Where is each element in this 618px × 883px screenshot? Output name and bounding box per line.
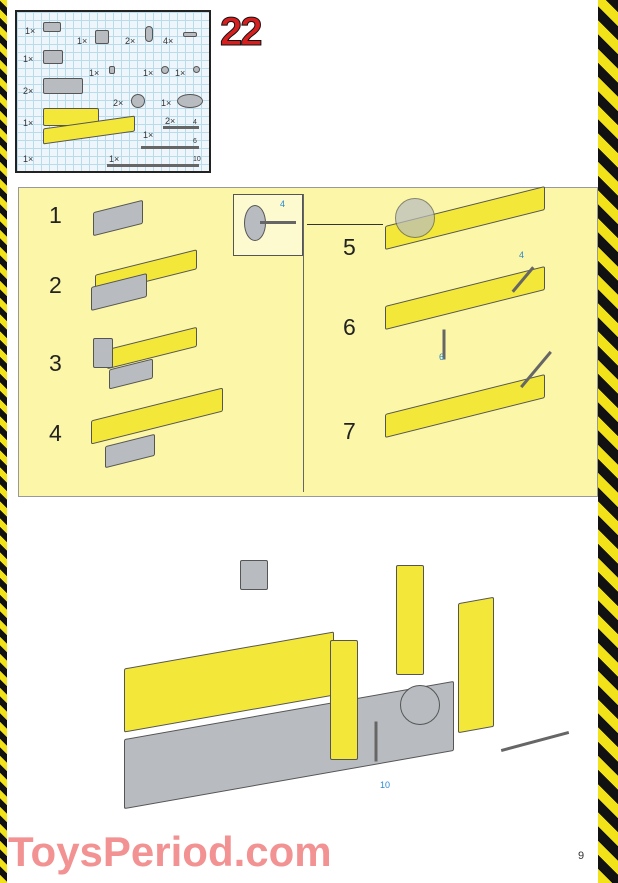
right-hazard-stripe	[598, 0, 618, 883]
qty: 1×	[23, 154, 34, 164]
beam	[91, 387, 223, 445]
axle-length: 6	[193, 138, 197, 145]
qty: 1×	[23, 54, 34, 64]
upright-beam	[458, 596, 494, 734]
substep-7: 7	[343, 418, 356, 444]
technic-brick-1x1	[95, 30, 109, 44]
qty: 1×	[77, 36, 88, 46]
page-number: 9	[578, 850, 585, 862]
callout-number: 10	[380, 780, 391, 790]
substeps-panel: 4 1 2 3 4 5 6 4 6 7	[18, 186, 598, 497]
qty: 1×	[25, 26, 36, 36]
gear	[395, 198, 435, 238]
pin-connector	[183, 32, 197, 37]
gear-16-tooth	[131, 94, 145, 108]
substep-4: 4	[49, 420, 62, 446]
qty: 2×	[125, 36, 136, 46]
half-bush	[193, 66, 200, 73]
gear	[400, 685, 440, 725]
watermark: ToysPeriod.com	[8, 828, 332, 875]
subassembly-inset: 4	[233, 194, 303, 256]
ball-joint	[145, 26, 153, 42]
qty: 1×	[109, 154, 120, 164]
gear-8-tooth	[161, 66, 169, 74]
axle	[374, 721, 378, 762]
axle-4	[163, 126, 199, 129]
technic-brick	[93, 338, 113, 368]
substep-5: 5	[343, 234, 356, 260]
step-number: 22	[220, 10, 263, 55]
callout-number: 6	[439, 352, 445, 362]
qty: 1×	[175, 68, 186, 78]
qty: 2×	[23, 86, 34, 96]
qty: 1×	[143, 130, 154, 140]
qty: 1×	[143, 68, 154, 78]
divider	[303, 194, 304, 492]
axle-6	[141, 146, 199, 149]
qty: 2×	[113, 98, 124, 108]
callout-number: 4	[519, 250, 525, 260]
callout-number: 4	[280, 199, 286, 209]
axle-10	[107, 164, 199, 167]
axle	[260, 221, 296, 224]
left-hazard-stripe	[0, 0, 7, 883]
qty: 1×	[89, 68, 100, 78]
substep-6: 6	[343, 314, 356, 340]
upright-beam	[396, 565, 424, 675]
beam	[385, 266, 545, 330]
post	[240, 560, 268, 590]
qty: 1×	[161, 98, 172, 108]
substep-1: 1	[49, 202, 62, 228]
plate-2x4-grey	[43, 78, 83, 94]
qty: 1×	[23, 118, 34, 128]
gear-24-tooth	[177, 94, 203, 108]
plate	[93, 199, 143, 237]
axle-length: 10	[193, 156, 201, 163]
substep-2: 2	[49, 272, 62, 298]
bush	[109, 66, 115, 74]
plate-1x2-grey	[43, 22, 61, 32]
substep-3: 3	[49, 350, 62, 376]
arrow	[307, 224, 383, 225]
qty: 2×	[165, 116, 176, 126]
qty: 4×	[163, 36, 174, 46]
axle-length: 4	[193, 119, 197, 126]
axle	[500, 730, 570, 753]
plate-2x2-grey	[43, 50, 63, 64]
parts-list-box: 1× 1× 2× 4× 1× 1× 1× 1× 2× 2× 1× 1× 2× 4…	[15, 10, 211, 173]
upright-beam	[330, 640, 358, 760]
